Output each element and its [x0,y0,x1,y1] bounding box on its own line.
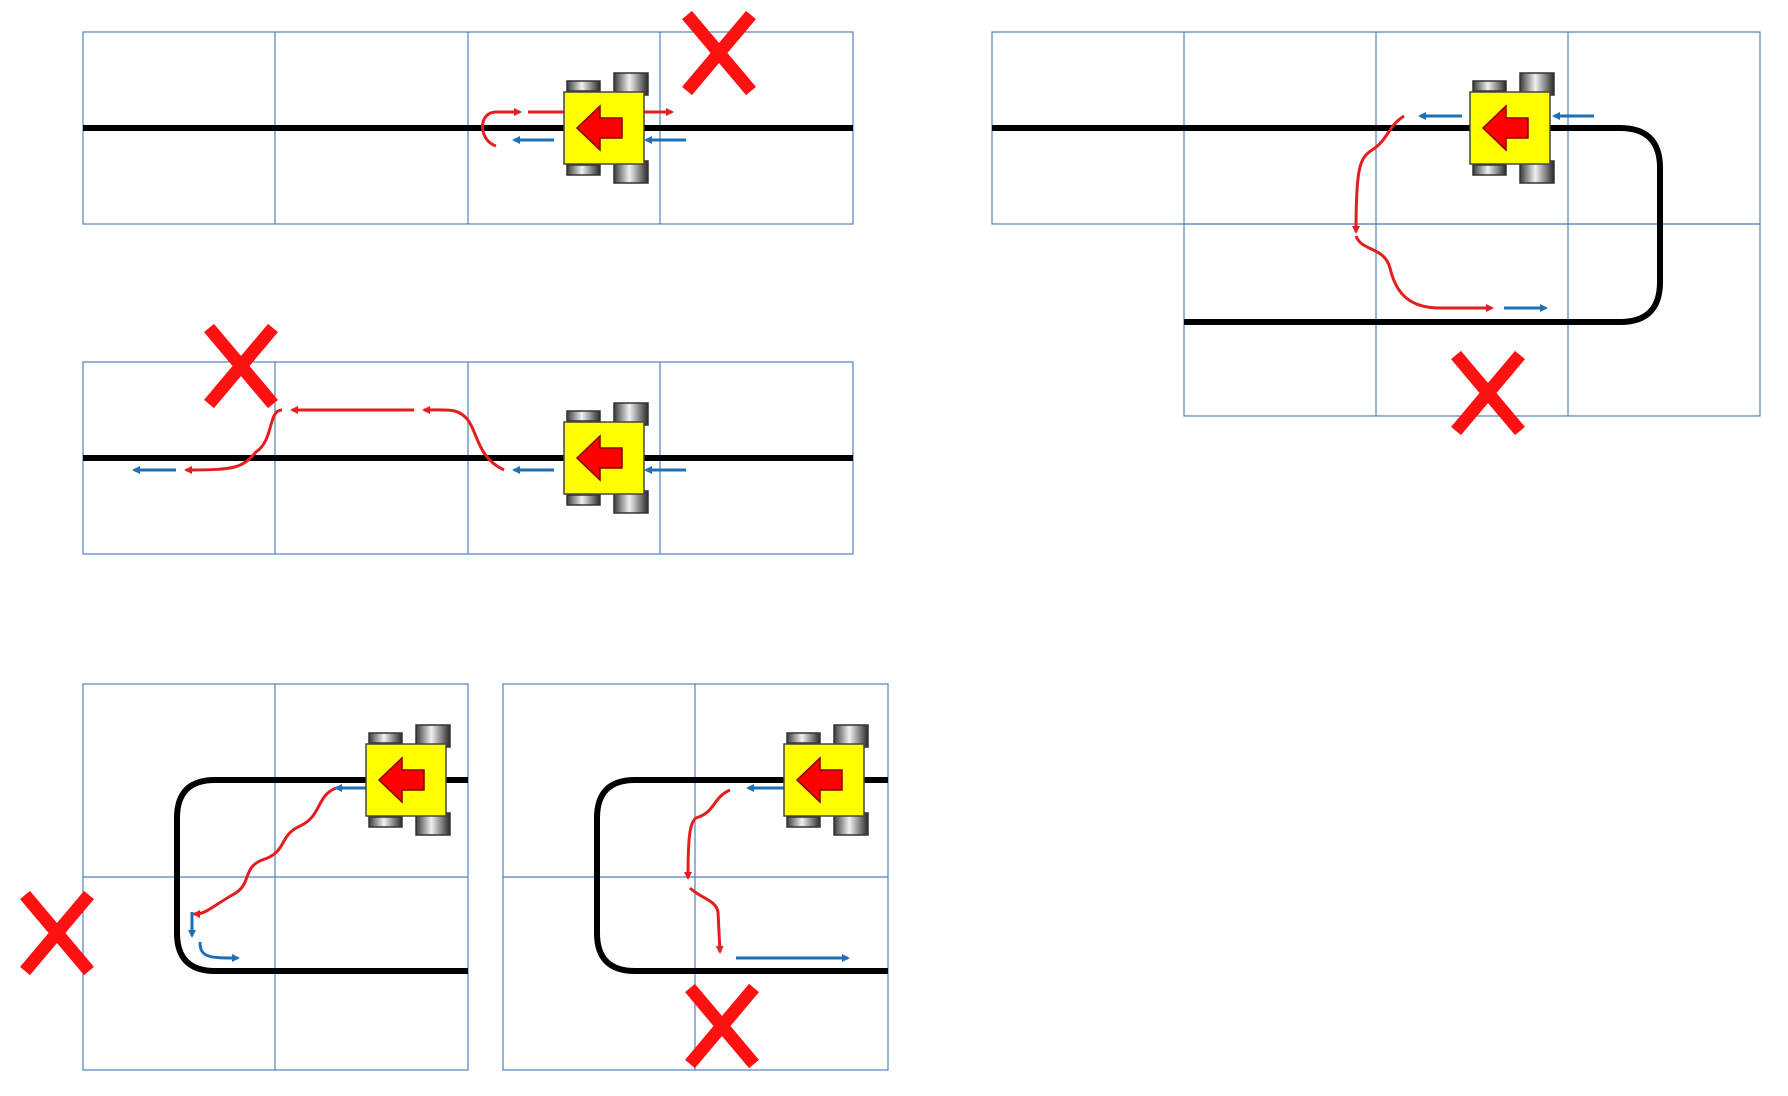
wrong-path [422,405,505,472]
wrong-path [1352,114,1405,234]
track-line [594,777,888,974]
scenario-straight-overshoot [82,15,854,225]
cross-mark-icon [209,328,273,404]
track-line [992,125,1663,325]
line-follower-robot-icon [563,402,649,514]
grid [502,683,889,1071]
wrong-path [688,886,724,954]
wrong-path [481,108,522,148]
cross-mark-icon [687,15,751,91]
line-follower-robot-icon [365,724,451,836]
line-follower-robot-icon [563,72,649,184]
scenario-straight-detour [82,328,854,555]
cross-mark-icon [25,895,89,971]
line-follower-robot-icon [783,724,869,836]
track-line [174,777,468,974]
grid [82,683,469,1071]
wrong-path [1354,235,1494,312]
line-follower-robot-icon [1469,72,1555,184]
cross-mark-icon [1456,355,1520,431]
scenario-u-turn-cut-right [25,683,469,1071]
wrong-path [192,786,337,918]
grid [991,31,1761,417]
wrong-path [184,408,283,474]
scenario-u-turn-cut-bottom [502,683,889,1071]
correct-path [198,941,240,962]
cross-mark-icon [690,988,754,1064]
wrong-path [684,788,731,880]
scenario-u-turn-tight-left [991,31,1761,431]
